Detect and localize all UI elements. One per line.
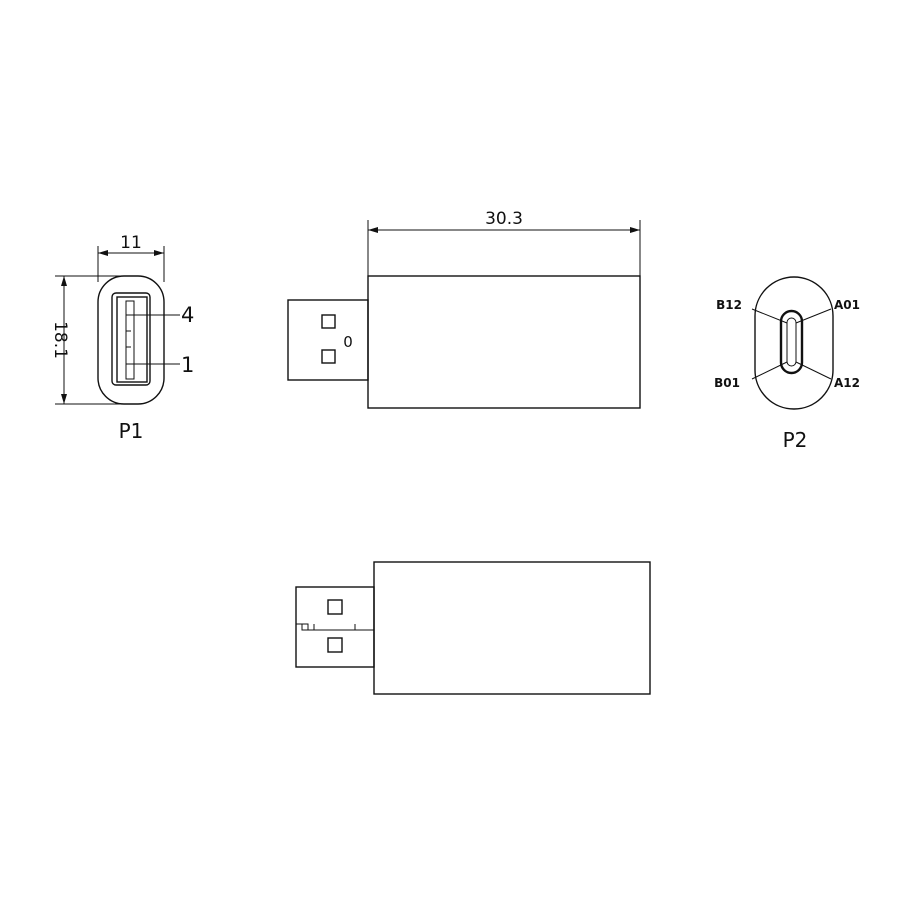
plug-seam <box>296 623 374 631</box>
plug-inner-frame <box>302 623 309 630</box>
p2-pin-b01: B01 <box>714 376 740 390</box>
p1-pin-top-label: 4 <box>181 303 194 327</box>
p2-a12-leader <box>795 361 832 380</box>
side-view-top: 30.3 0 <box>287 209 641 409</box>
length-value: 30.3 <box>485 209 523 229</box>
p1-receptacle-inner <box>116 296 148 383</box>
p1-height-dimension: 18.1 <box>50 275 122 405</box>
p2-housing <box>754 276 834 410</box>
plug-window-bottom-bottom <box>327 637 343 653</box>
p2-pin-a12: A12 <box>834 376 860 390</box>
p2-receptacle-outer <box>779 309 804 375</box>
plug-window-bottom <box>321 349 336 364</box>
plug-window-top <box>321 314 336 329</box>
p1-label: P1 <box>119 419 144 443</box>
p1-view: 4 1 11 18.1 P1 <box>50 233 194 443</box>
p2-receptacle-inner <box>786 317 797 367</box>
side-view-bottom <box>295 561 651 695</box>
plug-window-top-bottom <box>327 599 343 615</box>
p1-tongue <box>125 300 135 380</box>
usb-a-plug-bottom <box>295 586 375 668</box>
p1-receptacle-outer <box>111 292 151 386</box>
p2-label: P2 <box>783 428 808 452</box>
p1-housing <box>97 275 165 405</box>
p1-width-value: 11 <box>120 233 142 253</box>
usb-a-plug <box>287 299 369 381</box>
p1-width-dimension: 11 <box>97 233 165 282</box>
p1-pin-bottom-label: 1 <box>181 353 194 377</box>
p2-b12-leader <box>751 308 788 324</box>
p2-pin-b12: B12 <box>716 298 742 312</box>
p2-b01-leader <box>751 361 788 380</box>
p2-view: B12 A01 B01 A12 P2 <box>714 276 860 452</box>
p2-pin-a01: A01 <box>834 298 860 312</box>
adapter-body-bottom <box>373 561 651 695</box>
p1-contacts <box>126 314 131 365</box>
adapter-body <box>367 275 641 409</box>
p2-a01-leader <box>795 308 832 324</box>
length-dimension: 30.3 <box>367 209 641 276</box>
plug-mark: 0 <box>343 333 353 351</box>
p1-height-value: 18.1 <box>50 321 70 359</box>
